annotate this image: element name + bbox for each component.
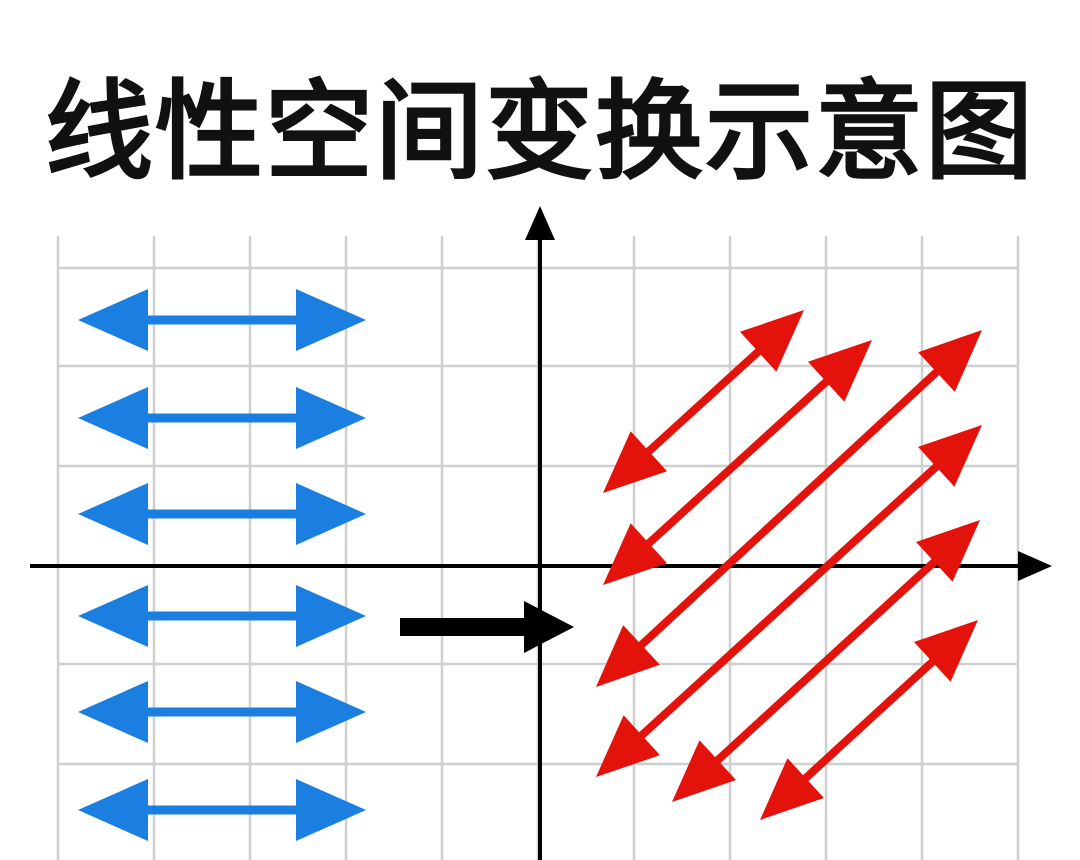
target-vector: [596, 330, 982, 687]
source-vector: [78, 779, 366, 841]
arrowhead-icon: [672, 740, 736, 802]
target-vector: [596, 425, 982, 777]
source-vector: [78, 387, 366, 449]
arrowhead-icon: [296, 585, 366, 647]
arrowhead-icon: [914, 620, 978, 682]
target-vector: [672, 520, 980, 802]
arrowhead-icon: [916, 520, 980, 582]
source-vector: [78, 483, 366, 545]
arrowhead-icon: [1018, 551, 1052, 581]
arrowhead-icon: [78, 289, 148, 351]
arrowhead-icon: [296, 289, 366, 351]
vector-shaft: [710, 554, 942, 768]
arrowhead-icon: [78, 585, 148, 647]
arrowhead-icon: [296, 681, 366, 743]
arrowhead-icon: [596, 625, 660, 687]
arrowhead-icon: [760, 758, 824, 820]
vector-shaft: [641, 344, 766, 459]
source-vector: [78, 585, 366, 647]
arrowhead-icon: [296, 483, 366, 545]
target-vector-group: [596, 310, 982, 820]
page-title: 线性空间变换示意图: [44, 70, 1035, 195]
vector-shaft: [798, 654, 940, 786]
target-vector: [760, 620, 978, 820]
arrowhead-icon: [525, 206, 555, 240]
arrowhead-icon: [603, 431, 668, 493]
coordinate-axes: [30, 206, 1052, 860]
vector-shaft: [634, 365, 944, 652]
arrowhead-icon: [296, 387, 366, 449]
arrowhead-icon: [78, 681, 148, 743]
source-vector: [78, 289, 366, 351]
transform-arrow-group: [400, 601, 574, 653]
right-arrow-icon: [524, 601, 574, 653]
arrowhead-icon: [296, 779, 366, 841]
target-vector: [603, 340, 872, 585]
source-vector-group: [78, 289, 366, 841]
arrowhead-icon: [78, 483, 148, 545]
arrowhead-icon: [596, 715, 661, 777]
arrowhead-icon: [739, 310, 804, 372]
arrowhead-icon: [603, 523, 668, 585]
arrowhead-icon: [78, 387, 148, 449]
arrowhead-icon: [78, 779, 148, 841]
vector-shaft: [634, 459, 944, 743]
arrowhead-icon: [807, 340, 872, 402]
target-vector: [603, 310, 804, 493]
vector-shaft: [641, 374, 834, 551]
arrowhead-icon: [917, 425, 982, 487]
arrowhead-icon: [918, 330, 982, 392]
source-vector: [78, 681, 366, 743]
